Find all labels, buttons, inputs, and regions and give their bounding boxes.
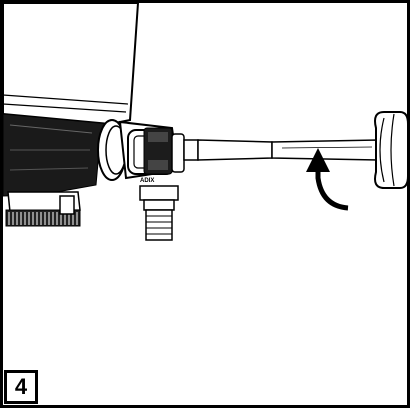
tool-screwdriver: [183, 111, 409, 189]
rotation-arrow-icon: [306, 148, 349, 211]
drain-spigot: [145, 209, 173, 241]
appliance-body: [2, 1, 140, 197]
step-number: 4: [14, 374, 28, 399]
base-foot: [5, 191, 81, 227]
valve-coupling: ADIX: [97, 119, 185, 241]
fitting-stamp: ADIX: [140, 178, 154, 184]
step-number-box: 4: [4, 370, 38, 404]
